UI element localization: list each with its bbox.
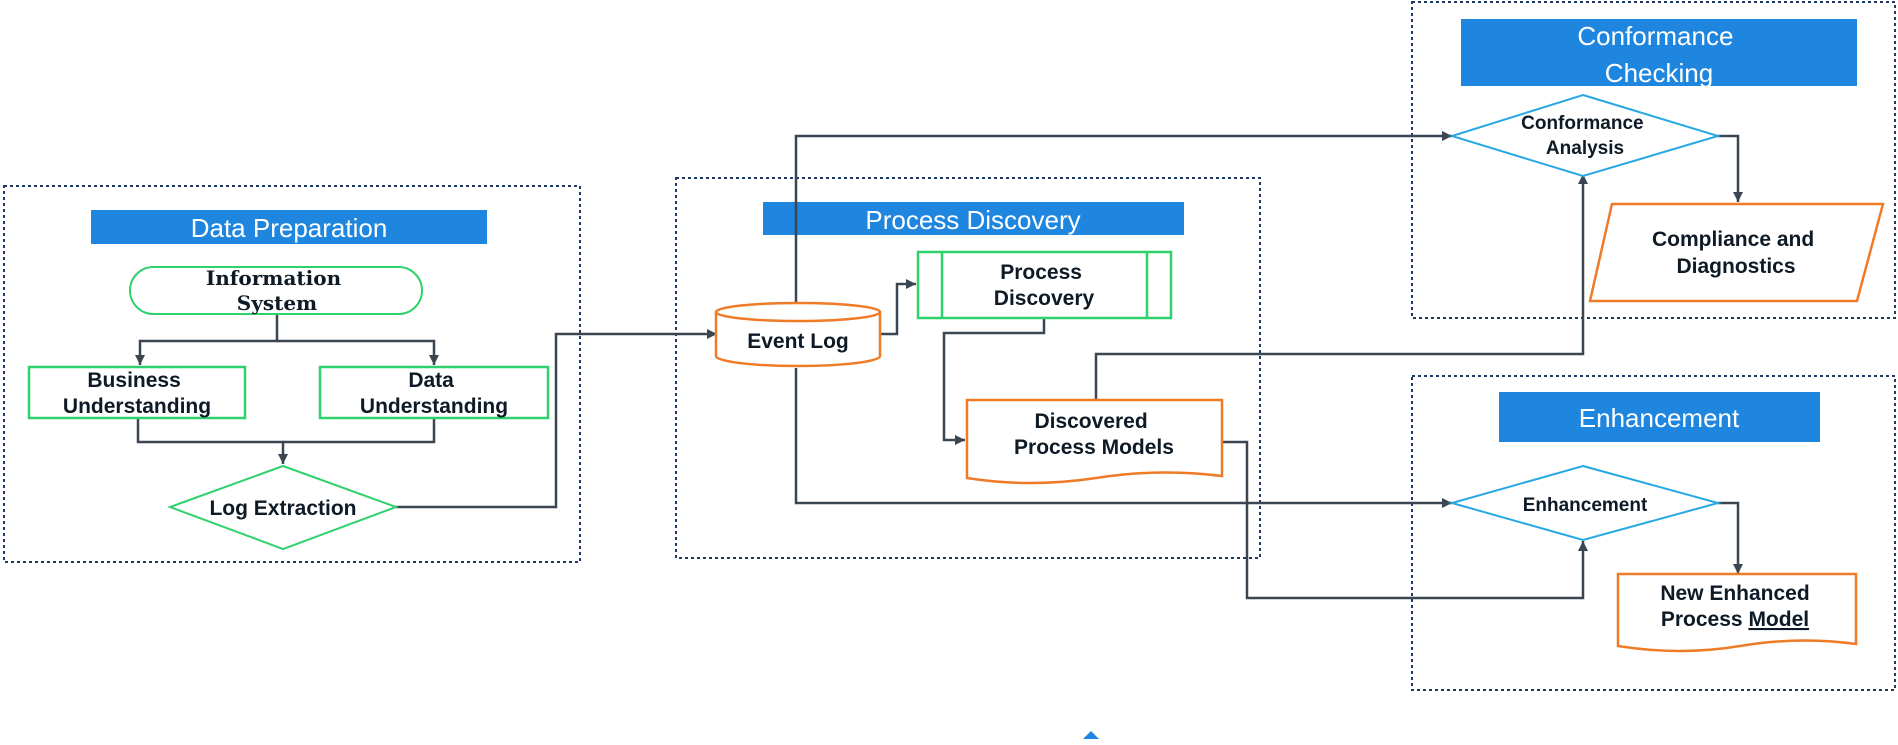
connector-models-to-enhancement — [1222, 440, 1588, 600]
compliance-diagnostics-shape — [1588, 202, 1885, 303]
new-enhanced-model-line2: Process Model — [1661, 608, 1809, 631]
discovered-models-node: Discovered Process Models — [965, 398, 1224, 485]
connector-eventlog-to-discovery — [880, 279, 916, 336]
enhancement-shape — [1448, 464, 1722, 542]
event-log-label: Event Log — [747, 330, 849, 353]
new-enhanced-model-line1: New Enhanced — [1660, 582, 1809, 605]
connector-log-to-eventlog — [396, 329, 717, 509]
process-discovery-label: Process Discovery — [994, 261, 1095, 310]
connector-eventlog-to-enhancement — [794, 368, 1452, 508]
business-understanding-line2: Understanding — [63, 395, 211, 418]
discovered-models-shape — [965, 398, 1224, 485]
enhancement-node: Enhancement — [1448, 464, 1722, 542]
scroll-caret-icon — [1083, 731, 1099, 739]
event-log-cylinder-top — [714, 301, 882, 323]
conformance-analysis-label: Conformance Analysis — [1521, 113, 1649, 159]
process-discovery-banner — [763, 202, 1184, 235]
conformance-analysis-line1: Conformance — [1521, 113, 1643, 134]
log-extraction-label: Log Extraction — [209, 497, 356, 520]
conformance-checking-banner — [1461, 19, 1857, 86]
discovered-models-line2: Process Models — [1014, 436, 1174, 459]
enhancement-label: Enhancement — [1523, 495, 1648, 516]
process-discovery-title: Process Discovery — [865, 205, 1080, 235]
compliance-diagnostics-line2: Diagnostics — [1676, 255, 1795, 278]
process-discovery-container — [675, 177, 1261, 559]
enhancement-title: Enhancement — [1579, 403, 1740, 433]
connector-info-to-business — [135, 314, 279, 365]
conformance-checking-title-line1: Conformance — [1577, 21, 1733, 51]
conformance-analysis-shape — [1448, 93, 1722, 178]
process-discovery-line2: Discovery — [994, 287, 1095, 310]
process-discovery-line1: Process — [1000, 261, 1082, 284]
data-preparation-banner — [91, 210, 487, 244]
conformance-checking-container — [1411, 1, 1896, 319]
connectors — [135, 131, 1743, 600]
process-discovery-node: Process Discovery — [916, 250, 1173, 320]
log-extraction-node: Log Extraction — [167, 464, 399, 551]
data-understanding-node: Data Understanding — [318, 365, 550, 420]
connector-eventlog-to-conformance — [794, 131, 1452, 304]
connector-business-to-log — [136, 418, 288, 464]
connector-discovery-to-models — [942, 318, 1046, 445]
information-system-line2: System — [237, 291, 317, 315]
data-understanding-line2: Understanding — [360, 395, 508, 418]
conformance-analysis-line2: Analysis — [1546, 138, 1624, 159]
business-understanding-node: Business Understanding — [27, 365, 247, 420]
connector-enhancement-to-newmodel — [1718, 501, 1743, 574]
enhancement-container — [1411, 375, 1896, 691]
discovered-models-line1: Discovered — [1034, 410, 1147, 433]
information-system-node: Information System — [129, 266, 423, 315]
new-enhanced-model-line2-underlined: Model — [1748, 608, 1809, 631]
information-system-shape — [129, 266, 423, 315]
new-enhanced-model-node: New Enhanced Process Model — [1616, 572, 1858, 653]
conformance-checking-title: Conformance Checking — [1577, 21, 1740, 88]
business-understanding-label: Business Understanding — [63, 369, 211, 418]
connector-models-to-conformance — [1094, 174, 1588, 400]
data-understanding-label: Data Understanding — [360, 369, 508, 418]
data-understanding-shape — [318, 365, 550, 420]
business-understanding-shape — [27, 365, 247, 420]
connector-data-to-log — [283, 418, 436, 444]
information-system-label: Information System — [206, 266, 348, 315]
event-log-node: Event Log — [714, 301, 882, 368]
business-understanding-line1: Business — [87, 369, 180, 392]
compliance-diagnostics-label: Compliance and Diagnostics — [1652, 228, 1820, 278]
new-enhanced-model-line2-part1: Process — [1661, 608, 1749, 631]
conformance-checking-title-line2: Checking — [1605, 58, 1713, 88]
information-system-line1: Information — [206, 266, 342, 290]
log-extraction-shape — [167, 464, 399, 551]
data-understanding-line1: Data — [408, 369, 454, 392]
compliance-diagnostics-node: Compliance and Diagnostics — [1588, 202, 1885, 303]
process-discovery-shape — [916, 250, 1173, 320]
event-log-cylinder-body — [714, 312, 882, 368]
compliance-diagnostics-line1: Compliance and — [1652, 228, 1814, 251]
enhancement-banner — [1499, 392, 1820, 442]
data-preparation-title: Data Preparation — [191, 213, 388, 243]
connector-info-to-data — [277, 339, 439, 365]
connector-conformance-to-compliance — [1718, 134, 1743, 202]
discovered-models-label: Discovered Process Models — [1014, 410, 1174, 459]
data-preparation-container — [3, 185, 581, 563]
conformance-analysis-node: Conformance Analysis — [1448, 93, 1722, 178]
new-enhanced-model-shape — [1616, 572, 1858, 653]
